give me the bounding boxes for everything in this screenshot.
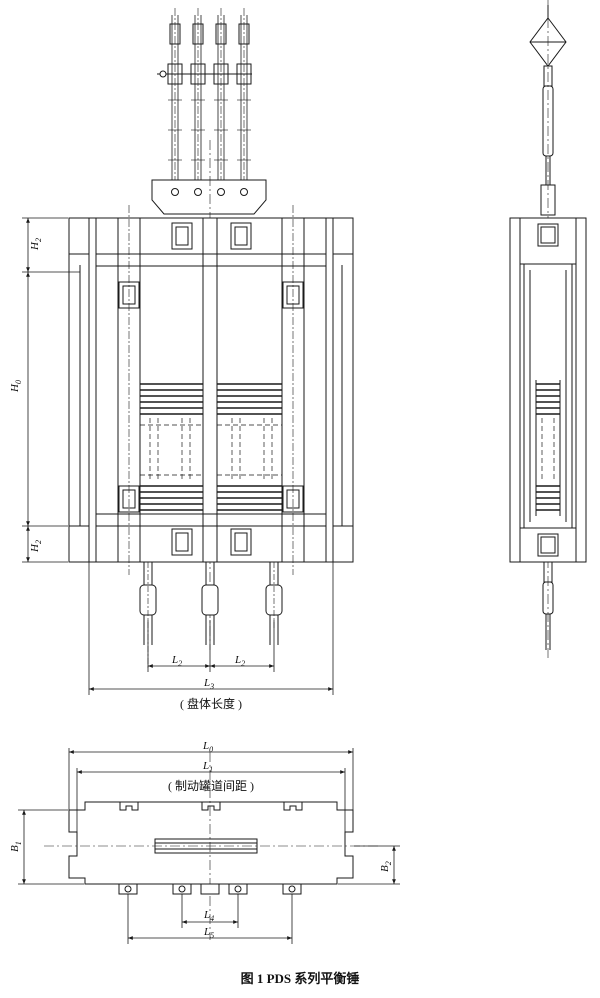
- suspension-rods: [157, 8, 252, 210]
- dim-l1: L1: [202, 760, 213, 774]
- figure-caption: 图 1 PDS 系列平衡锤: [241, 971, 360, 986]
- dim-l3: L3: [203, 677, 214, 691]
- front-dimension-lines: [22, 217, 334, 695]
- dim-l4: L4: [203, 909, 214, 923]
- side-view: [509, 0, 587, 660]
- frame-lugs: [118, 222, 304, 556]
- dim-b1: B1: [9, 841, 23, 852]
- hidden-tie-rods: [140, 418, 282, 482]
- note-brake-guide-spacing: ( 制动罐道间距 ): [168, 779, 254, 793]
- plan-dimension-lines: [18, 748, 400, 944]
- dim-b2: B2: [379, 861, 393, 872]
- note-plate-length: ( 盘体长度 ): [180, 696, 242, 711]
- hanger-plate: [151, 179, 267, 215]
- counterweight-frame: [68, 205, 354, 575]
- dim-l2-left: L2: [171, 654, 182, 668]
- weight-plate-stacks: [140, 383, 282, 511]
- dim-l0: L0: [202, 740, 213, 754]
- dim-h2-top: H2: [29, 238, 43, 251]
- tail-rods: [139, 562, 283, 670]
- dim-h0: H0: [9, 380, 23, 393]
- front-view: H2 H0 H2 L2 L2 L3 ( 盘体长度 ): [9, 8, 354, 711]
- plan-view: L0 L1 ( 制动罐道间距 ) B1 B2 L4 L5: [9, 740, 400, 944]
- dim-h2-bottom: H2: [29, 540, 43, 553]
- dim-l5: L5: [203, 926, 214, 940]
- dim-l2-right: L2: [234, 654, 245, 668]
